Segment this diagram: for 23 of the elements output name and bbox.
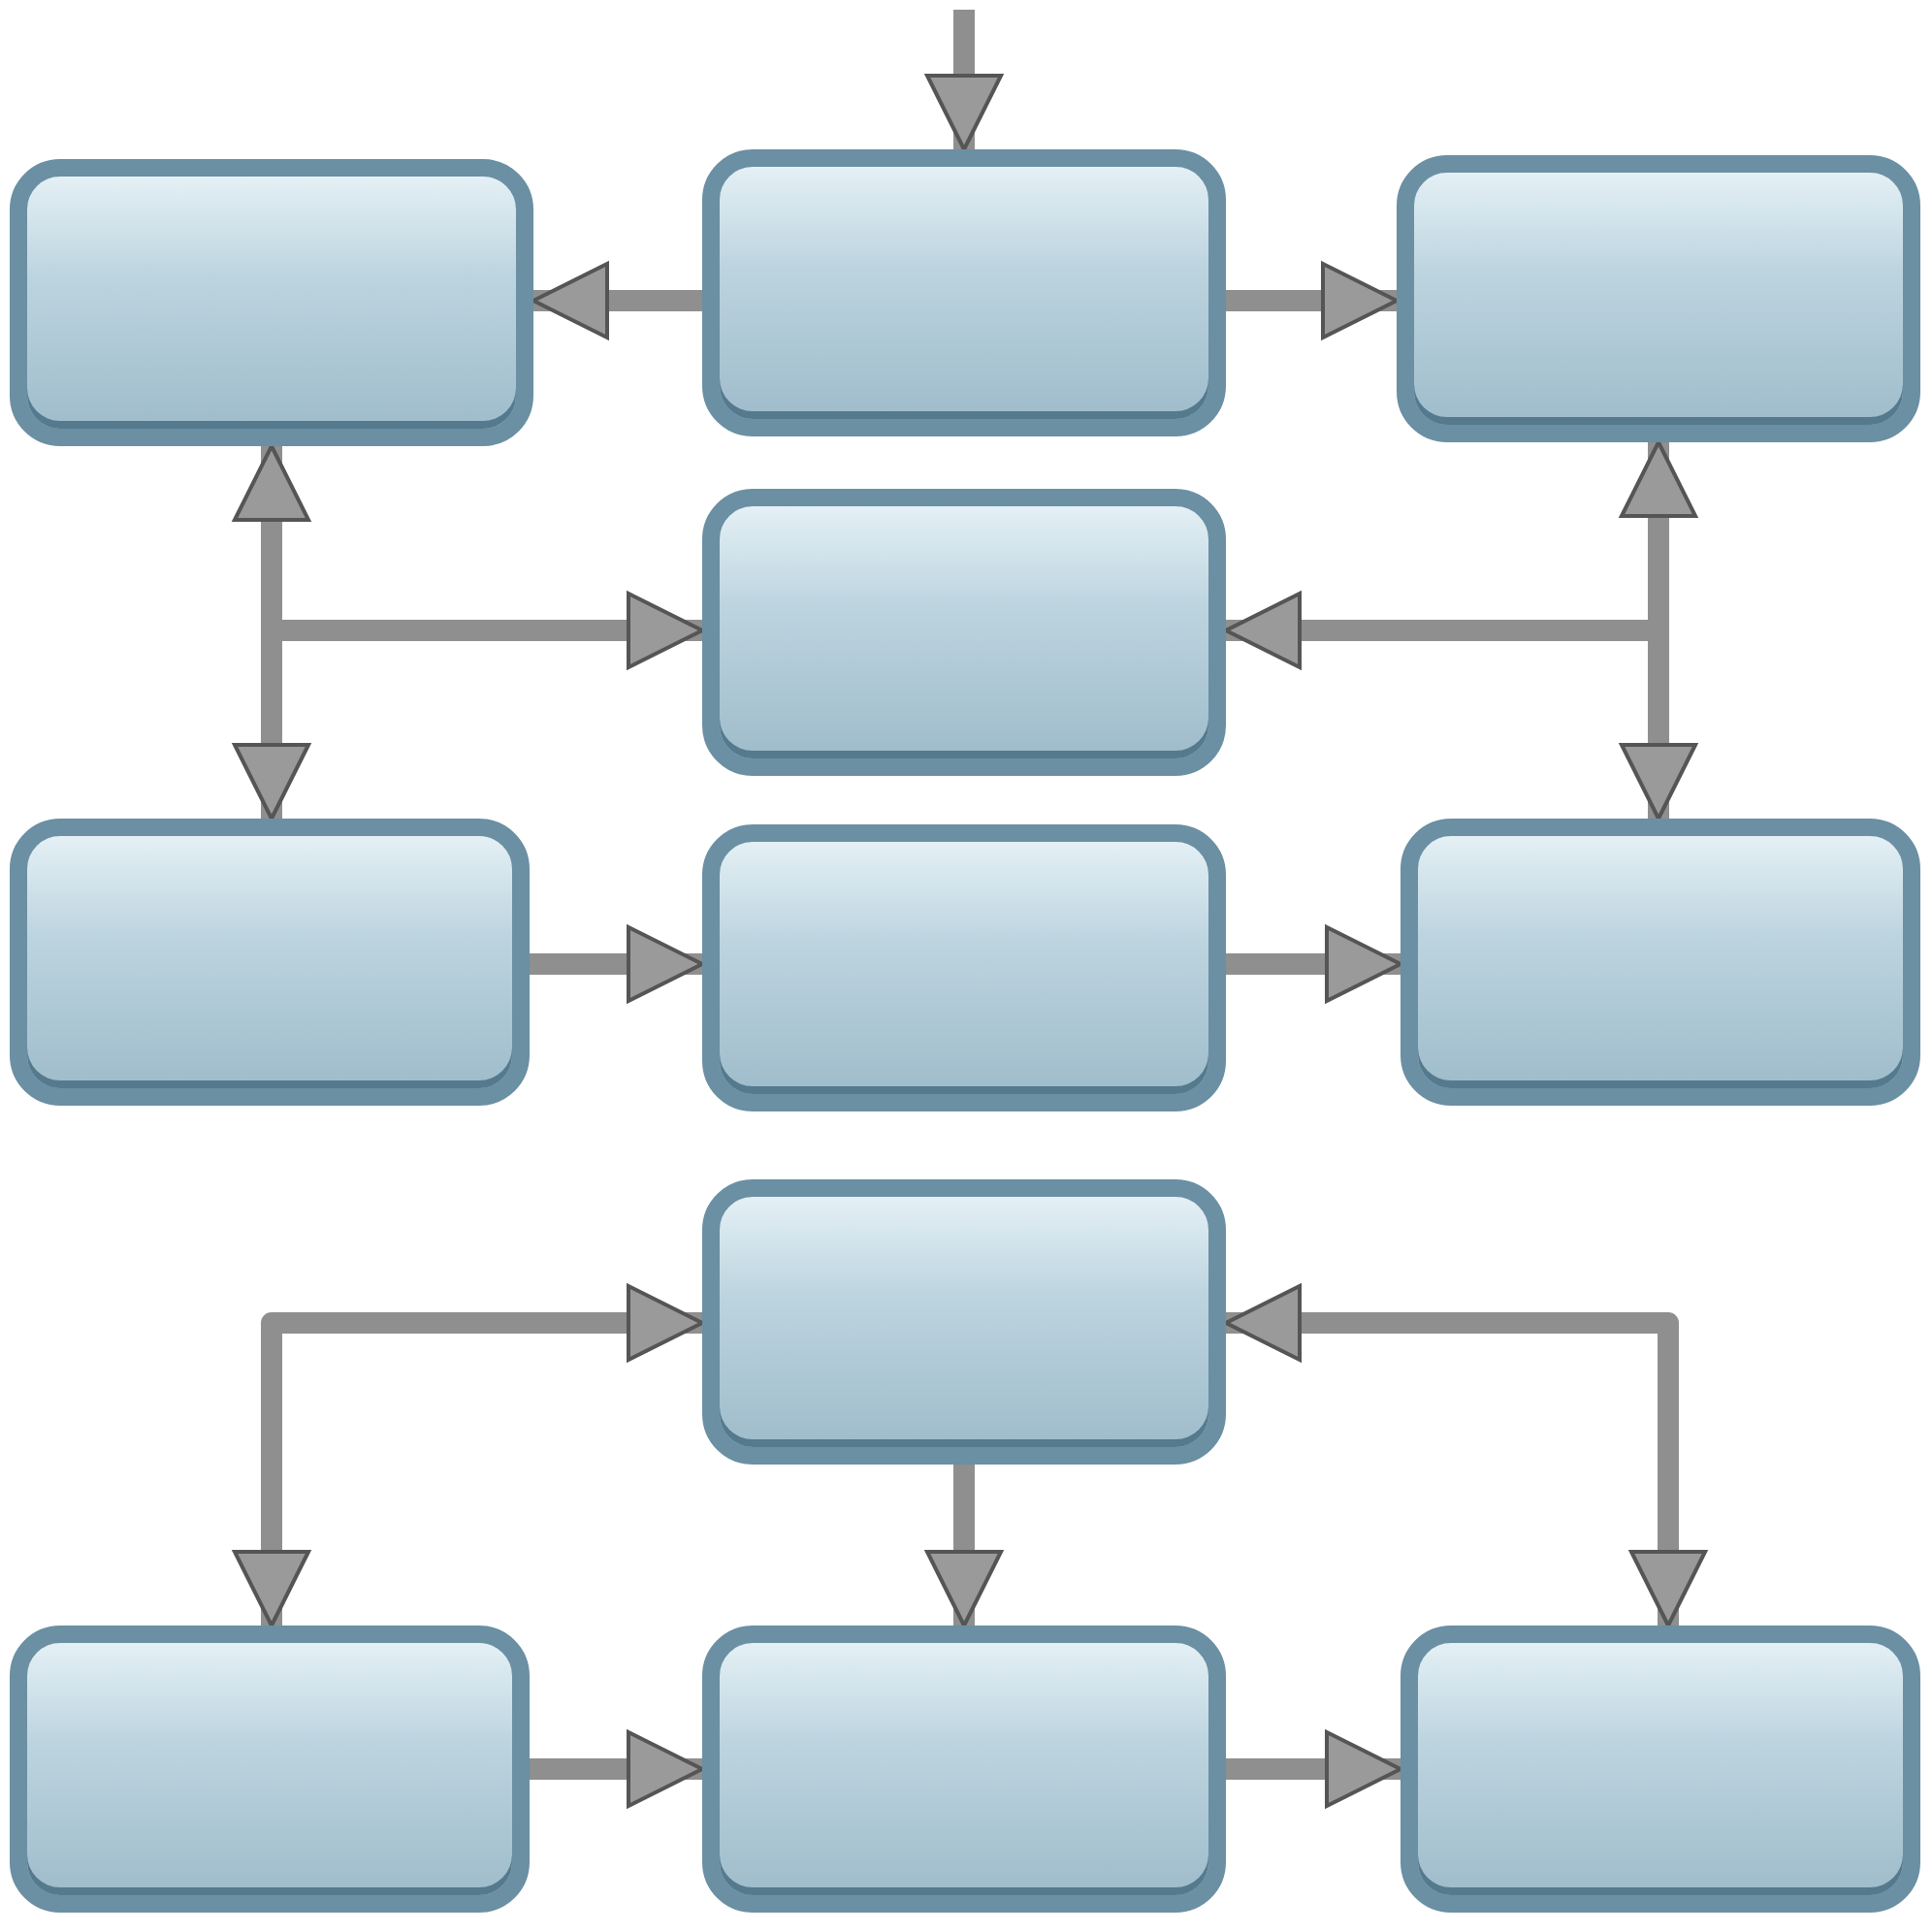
process-box: [10, 159, 533, 446]
arrow: [1226, 1730, 1402, 1808]
process-box: [702, 1179, 1226, 1465]
process-box: [702, 824, 1226, 1111]
arrow: [1620, 440, 1697, 821]
arrow: [531, 262, 702, 339]
arrow: [530, 925, 704, 1003]
process-box: [10, 819, 530, 1106]
arrow: [233, 1284, 704, 1627]
arrow: [530, 1730, 704, 1808]
arrow: [1226, 925, 1402, 1003]
process-box: [1397, 155, 1920, 442]
arrow: [925, 1465, 1003, 1627]
process-box: [702, 489, 1226, 776]
process-box: [702, 1626, 1226, 1913]
process-box: [1401, 819, 1920, 1106]
arrow: [233, 444, 310, 821]
process-box: [1401, 1626, 1920, 1913]
arrow: [1224, 1284, 1707, 1627]
process-box: [10, 1626, 530, 1913]
arrow: [1226, 262, 1399, 339]
process-box: [702, 149, 1226, 436]
arrow: [925, 10, 1003, 151]
